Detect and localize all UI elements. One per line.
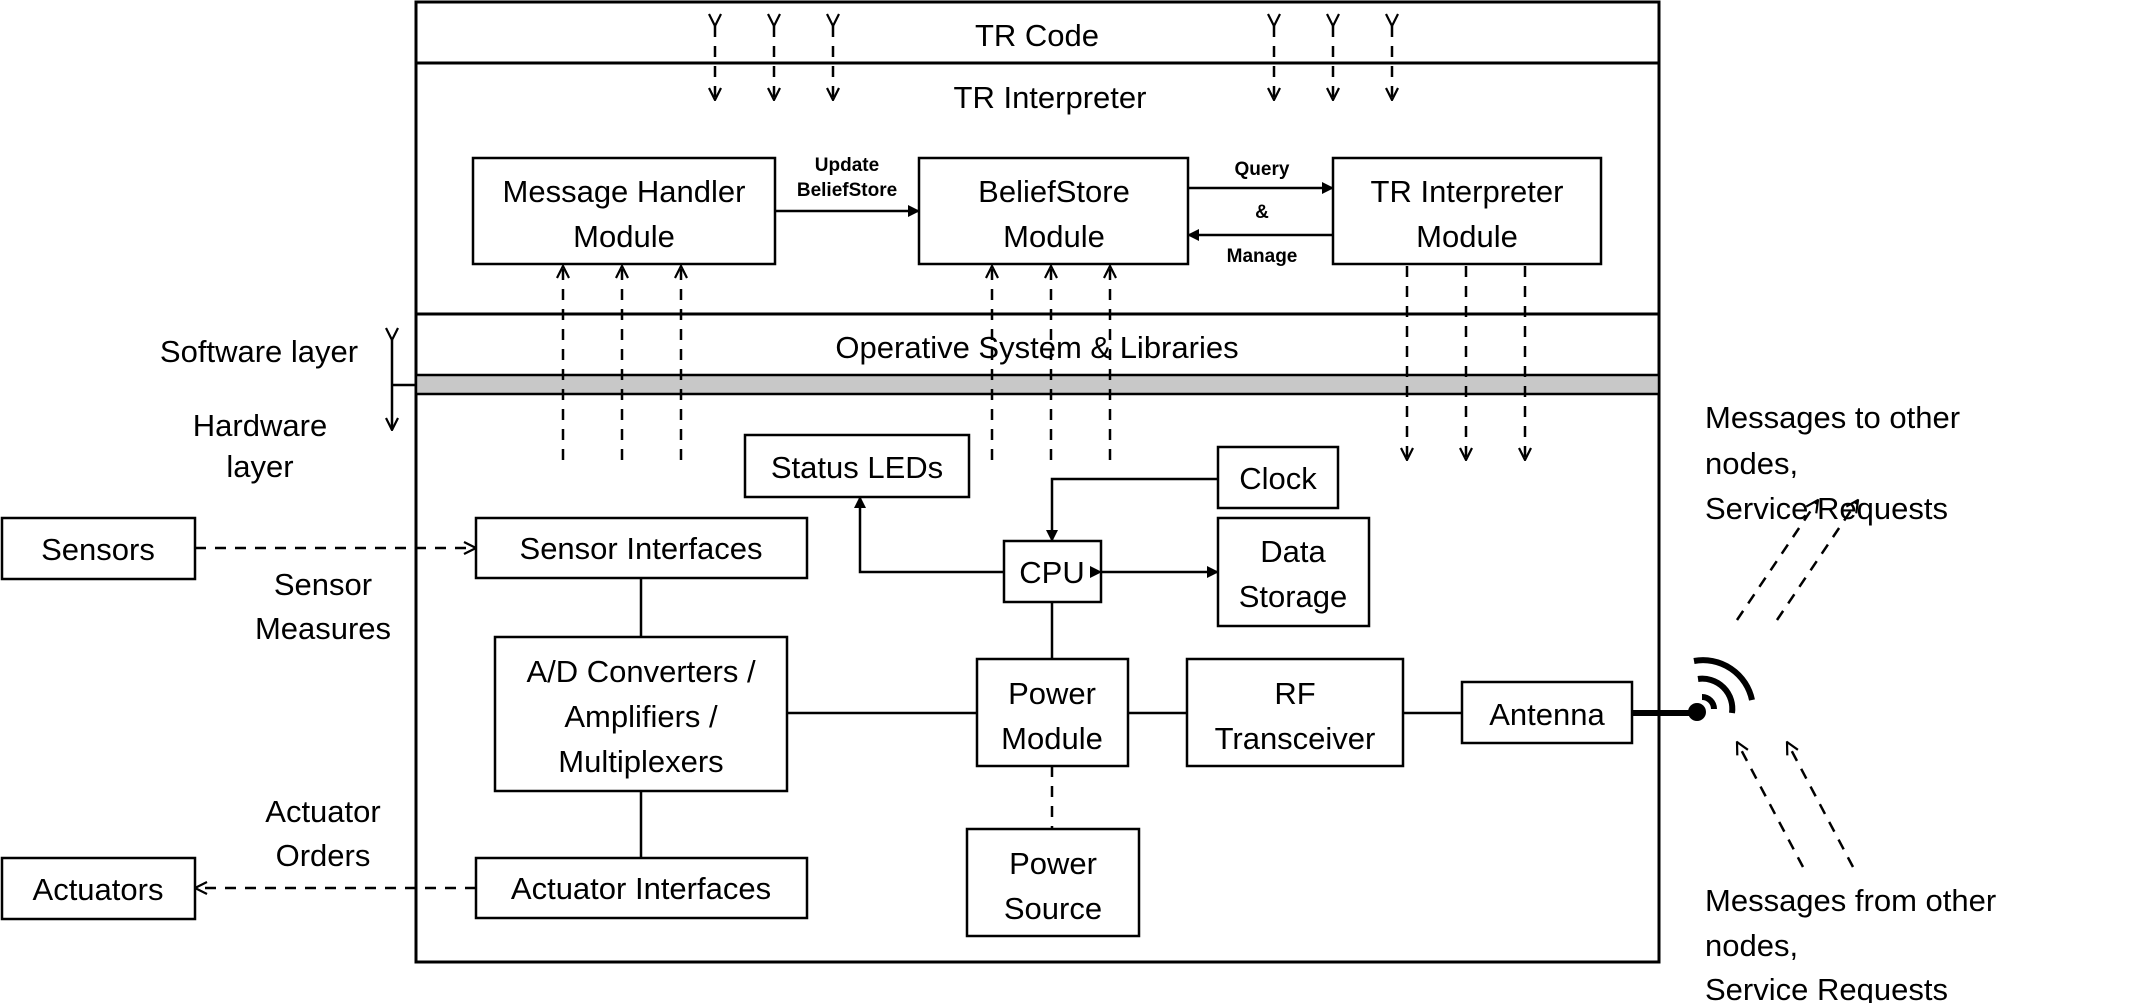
hardware-layer-label-line2: layer (226, 449, 293, 484)
software-to-hardware-arrows (1407, 266, 1525, 460)
messages-from-label-line2: nodes, (1705, 928, 1798, 963)
actuator-orders-label-line1: Actuator (265, 794, 380, 829)
tr-interpreter-title: TR Interpreter (954, 80, 1147, 115)
power-module-box: Power Module (975, 657, 1130, 768)
status-leds-label: Status LEDs (771, 450, 943, 485)
query-label: Query (1235, 159, 1290, 180)
tr-code-interface-arrows (715, 26, 1392, 100)
beliefstore-module: BeliefStore Module (917, 156, 1190, 266)
messages-to-label-line2: nodes, (1705, 446, 1798, 481)
power-module-label-line1: Power (1008, 676, 1096, 711)
tr-interpreter-module-label-line2: Module (1416, 219, 1518, 254)
actuator-interfaces-box: Actuator Interfaces (474, 856, 809, 920)
sensors-label: Sensors (41, 532, 155, 567)
software-layer-label: Software layer (160, 334, 358, 369)
os-libraries-title: Operative System & Libraries (835, 330, 1238, 365)
messages-to-label-line1: Messages to other (1705, 400, 1960, 435)
data-storage-box: Data Storage (1216, 516, 1371, 628)
ad-converters-box: A/D Converters / Amplifiers / Multiplexe… (493, 635, 789, 793)
incoming-message-arrows (1737, 742, 1855, 868)
messages-from-label-line1: Messages from other (1705, 883, 1996, 918)
ad-converters-label-line1: A/D Converters / (526, 654, 756, 689)
tr-interpreter-module-label-line1: TR Interpreter (1371, 174, 1564, 209)
ad-converters-label-line3: Multiplexers (558, 744, 723, 779)
sensors-box: Sensors (0, 516, 197, 581)
hardware-connections (639, 477, 1462, 858)
outgoing-message-arrows (1735, 500, 1858, 621)
node-frame (414, 0, 1661, 964)
rf-transceiver-box: RF Transceiver (1185, 657, 1405, 768)
data-storage-label-line2: Storage (1239, 579, 1348, 614)
power-source-box: Power Source (965, 827, 1141, 938)
actuator-interfaces-label: Actuator Interfaces (511, 871, 771, 906)
beliefstore-label-line2: Module (1003, 219, 1105, 254)
message-handler-module: Message Handler Module (471, 156, 777, 266)
hardware-layer-label-line1: Hardware (193, 408, 327, 443)
sensor-interfaces-box: Sensor Interfaces (474, 516, 809, 580)
cpu-label: CPU (1019, 555, 1084, 590)
antenna-label: Antenna (1489, 697, 1605, 732)
message-handler-label-line1: Message Handler (503, 174, 746, 209)
update-label: Update (815, 155, 879, 176)
status-leds-box: Status LEDs (743, 433, 971, 499)
cpu-box: CPU (1002, 539, 1103, 604)
sensor-measures-label-line1: Sensor (274, 567, 372, 602)
sensor-interfaces-label: Sensor Interfaces (520, 531, 763, 566)
hardware-to-software-arrows (563, 266, 1110, 460)
actuators-box: Actuators (0, 856, 197, 921)
tr-code-title: TR Code (975, 18, 1099, 53)
messages-from-label-line3: Service Requests (1705, 972, 1948, 1003)
tr-interpreter-module: TR Interpreter Module (1331, 156, 1603, 266)
beliefstore-label-line1: BeliefStore (978, 174, 1130, 209)
actuator-orders-label-line2: Orders (276, 838, 371, 873)
ad-converters-label-line2: Amplifiers / (564, 699, 718, 734)
sensor-measures-label-line2: Measures (255, 611, 391, 646)
antenna-icon (1632, 657, 1755, 721)
actuators-label: Actuators (33, 872, 164, 907)
antenna-box: Antenna (1460, 680, 1634, 745)
beliefstore-edge-label: BeliefStore (797, 180, 897, 201)
power-source-label-line1: Power (1009, 846, 1097, 881)
message-handler-label-line2: Module (573, 219, 675, 254)
power-module-label-line2: Module (1001, 721, 1103, 756)
rf-transceiver-label-line2: Transceiver (1215, 721, 1376, 756)
clock-label: Clock (1239, 461, 1317, 496)
clock-box: Clock (1216, 445, 1340, 510)
data-storage-label-line1: Data (1260, 534, 1326, 569)
messages-to-label-line3: Service Requests (1705, 491, 1948, 526)
rf-transceiver-label-line1: RF (1274, 676, 1315, 711)
and-label: & (1255, 202, 1269, 223)
power-source-label-line2: Source (1004, 891, 1102, 926)
manage-label: Manage (1227, 246, 1298, 267)
software-hardware-separator-band (414, 373, 1661, 396)
